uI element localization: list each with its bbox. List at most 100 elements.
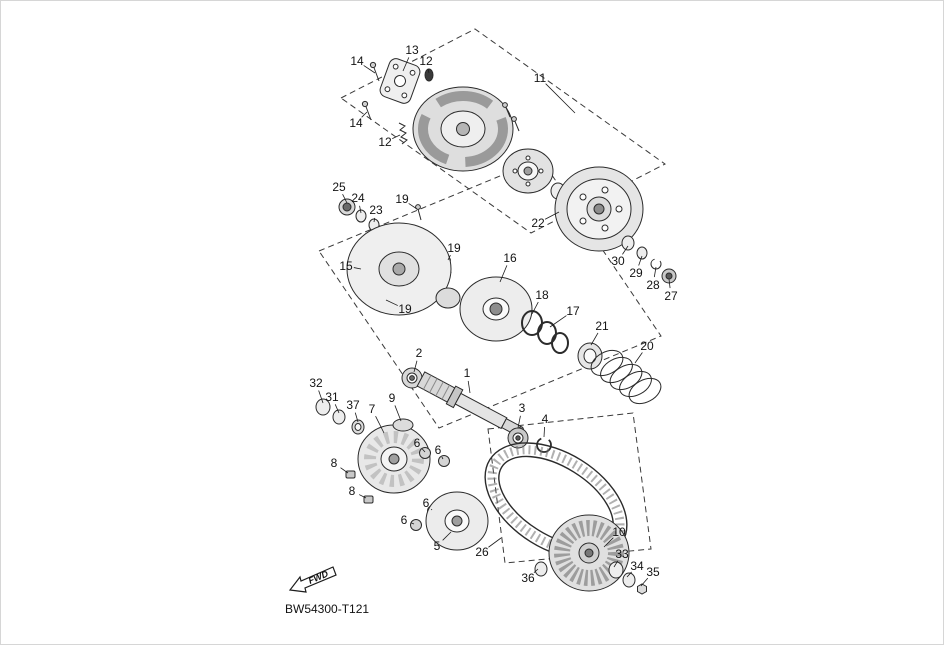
callout-33: 33 bbox=[615, 547, 629, 561]
compression-spring-20 bbox=[590, 349, 662, 405]
leader-line-18 bbox=[531, 301, 539, 315]
callout-32: 32 bbox=[309, 376, 323, 390]
callout-29: 29 bbox=[629, 266, 643, 280]
drive-face-5 bbox=[425, 491, 489, 551]
callout-9: 9 bbox=[389, 391, 396, 405]
nut-35 bbox=[637, 583, 647, 595]
fwd-arrow: FWD bbox=[288, 566, 337, 593]
leader-line-34 bbox=[626, 571, 632, 578]
leader-line-20 bbox=[634, 352, 643, 364]
callout-2: 2 bbox=[416, 346, 423, 360]
leader-line-6 bbox=[441, 456, 444, 460]
assembly-boundaries bbox=[318, 28, 666, 564]
callout-3: 3 bbox=[519, 401, 526, 415]
shaft-group bbox=[401, 367, 552, 453]
callout-12: 12 bbox=[378, 135, 392, 149]
washer-33 bbox=[608, 561, 624, 579]
leader-line-28 bbox=[653, 266, 657, 278]
callout-19: 19 bbox=[447, 241, 461, 255]
callout-5: 5 bbox=[434, 539, 441, 553]
callout-28: 28 bbox=[646, 278, 660, 292]
belt-boundary bbox=[487, 412, 652, 564]
sliding-sheave-7 bbox=[357, 424, 431, 494]
leader-line-5 bbox=[442, 531, 452, 541]
leader-line-10 bbox=[603, 537, 614, 548]
callout-37: 37 bbox=[346, 398, 360, 412]
mount-plate-13 bbox=[379, 58, 421, 104]
leader-line-35 bbox=[640, 577, 649, 587]
leader-line-36 bbox=[533, 568, 539, 573]
callout-24: 24 bbox=[351, 191, 365, 205]
leader-line-27 bbox=[668, 278, 671, 289]
callout-6: 6 bbox=[423, 496, 430, 510]
leader-line-6 bbox=[411, 522, 415, 525]
leader-line-37 bbox=[354, 412, 359, 423]
leader-line-3 bbox=[517, 415, 521, 429]
o-ring-17 bbox=[537, 321, 557, 345]
callout-6: 6 bbox=[414, 436, 421, 450]
callout-21: 21 bbox=[595, 319, 609, 333]
callout-34: 34 bbox=[630, 559, 644, 573]
callout-27: 27 bbox=[664, 289, 678, 303]
leader-line-32 bbox=[318, 390, 324, 404]
washer-30 bbox=[621, 235, 635, 251]
callout-4: 4 bbox=[542, 412, 549, 426]
leader-line-22 bbox=[544, 211, 560, 220]
secondary-sheave-boundary bbox=[318, 158, 662, 429]
washer-31 bbox=[332, 409, 346, 425]
callout-6: 6 bbox=[435, 443, 442, 457]
leader-line-26 bbox=[488, 537, 502, 548]
slider-8a bbox=[345, 470, 356, 479]
clutch-bell-22 bbox=[554, 166, 644, 252]
sliding-sheave-15 bbox=[346, 222, 461, 316]
cam-plate-9 bbox=[392, 418, 414, 432]
leader-line-7 bbox=[375, 415, 385, 434]
circlip-4 bbox=[536, 437, 552, 453]
bearing-25 bbox=[338, 198, 356, 216]
carrier-plate bbox=[502, 148, 554, 194]
damper-12a bbox=[424, 68, 434, 82]
callout-31: 31 bbox=[325, 390, 339, 404]
bearing-27 bbox=[661, 268, 677, 284]
clutch-shoe-set bbox=[412, 86, 514, 172]
collar-21 bbox=[577, 342, 603, 370]
callout-22: 22 bbox=[531, 216, 545, 230]
leader-line-30 bbox=[622, 245, 629, 255]
leader-line-12 bbox=[392, 134, 401, 139]
callout-10: 10 bbox=[612, 525, 626, 539]
leader-line-14 bbox=[363, 65, 376, 74]
callout-18: 18 bbox=[535, 288, 549, 302]
o-ring-b bbox=[551, 332, 569, 354]
callout-35: 35 bbox=[646, 565, 660, 579]
slider-8b bbox=[363, 495, 374, 504]
diagram-code: BW54300-T121 bbox=[285, 602, 369, 616]
leader-line-25 bbox=[342, 193, 348, 204]
clutch-bell-group bbox=[554, 166, 677, 284]
washer-36 bbox=[534, 561, 548, 577]
callout-13: 13 bbox=[405, 43, 419, 57]
callout-20: 20 bbox=[640, 339, 654, 353]
washer-32 bbox=[315, 398, 331, 416]
leader-line-2 bbox=[413, 360, 418, 373]
leader-line-16 bbox=[499, 265, 508, 283]
spring-12b bbox=[398, 122, 408, 145]
callout-7: 7 bbox=[369, 402, 376, 416]
leader-line-1 bbox=[467, 380, 471, 394]
callout-15: 15 bbox=[339, 259, 353, 273]
callout-26: 26 bbox=[475, 545, 489, 559]
roller-6a bbox=[419, 447, 431, 459]
callout-14: 14 bbox=[350, 54, 364, 68]
collar-37 bbox=[351, 419, 365, 435]
callout-8: 8 bbox=[349, 484, 356, 498]
carrier-pins bbox=[502, 102, 520, 132]
callout-12: 12 bbox=[419, 54, 433, 68]
callout-11: 11 bbox=[534, 71, 547, 85]
clutch-carrier-assembly bbox=[361, 58, 566, 200]
leader-line-19 bbox=[408, 203, 418, 210]
leader-line-19 bbox=[447, 254, 451, 261]
leader-line-9 bbox=[394, 405, 402, 422]
callout-1: 1 bbox=[464, 366, 471, 380]
leader-line-19 bbox=[385, 299, 398, 306]
